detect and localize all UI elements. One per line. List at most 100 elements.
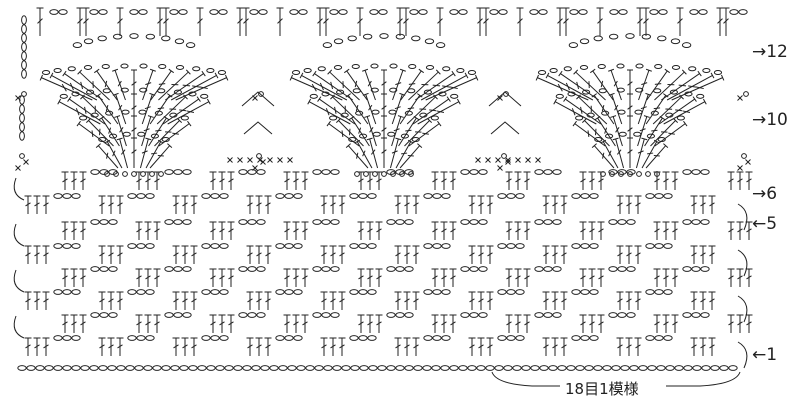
double-crochet-stitch: [505, 268, 513, 287]
chain-stitch: [86, 89, 95, 95]
double-crochet-stitch: [107, 245, 115, 264]
chain-stitch: [210, 335, 220, 341]
double-crochet-stitch: [153, 268, 161, 287]
chain-stitch: [441, 289, 451, 295]
chain-stitch: [552, 169, 562, 175]
double-crochet-stitch: [597, 314, 605, 333]
double-crochet-stitch: [381, 69, 387, 100]
chain-stitch: [322, 42, 333, 48]
chain-stitch: [611, 365, 621, 371]
chain-stitch: [442, 66, 451, 72]
chain-stitch: [548, 365, 558, 371]
chain-stitch: [625, 33, 635, 39]
chain-stitch: [476, 365, 486, 371]
double-crochet-stitch: [139, 137, 152, 169]
chain-stitch: [400, 133, 409, 139]
chain-stitch: [358, 193, 368, 199]
double-crochet-stitch: [676, 7, 684, 36]
double-crochet-stitch: [196, 7, 204, 36]
double-crochet-stitch: [403, 245, 411, 264]
chain-stitch: [617, 312, 627, 318]
chain-stitch: [291, 70, 301, 76]
chain-stitch: [247, 266, 257, 272]
double-crochet-stitch: [156, 7, 164, 36]
double-crochet-stitch: [616, 337, 624, 356]
chain-stitch: [71, 365, 81, 371]
double-crochet-stitch: [320, 195, 328, 214]
double-crochet-stitch: [61, 171, 69, 190]
chain-stitch: [432, 243, 442, 249]
chain-stitch: [21, 42, 27, 52]
double-crochet-stitch: [364, 115, 377, 147]
chain-stitch: [21, 51, 27, 61]
chain-stitch: [654, 289, 664, 295]
chain-stitch: [260, 365, 270, 371]
double-crochet-stitch: [646, 68, 671, 101]
chain-stitch: [180, 115, 189, 121]
chain-stitch: [605, 133, 614, 139]
double-crochet-stitch: [625, 291, 633, 310]
double-crochet-stitch: [486, 245, 494, 264]
double-crochet-stitch: [317, 96, 356, 125]
chain-stitch: [575, 115, 584, 121]
chain-stitch: [669, 89, 678, 95]
chain-stitch: [137, 131, 146, 137]
chain-stitch: [21, 69, 27, 79]
double-crochet-stitch: [49, 72, 98, 101]
double-crochet-stitch: [399, 143, 423, 169]
double-crochet-stitch: [181, 245, 189, 264]
double-crochet-stitch: [218, 268, 226, 287]
double-crochet-stitch: [579, 314, 587, 333]
chain-stitch: [17, 365, 27, 371]
chain-stitch: [431, 365, 441, 371]
double-crochet-stitch: [301, 268, 309, 287]
chain-stitch: [89, 365, 99, 371]
chain-stitch: [435, 42, 446, 48]
chain-stitch: [608, 312, 618, 318]
double-crochet-stitch: [558, 70, 599, 101]
double-crochet-stitch: [412, 195, 420, 214]
chain-stitch: [210, 193, 220, 199]
chain-stitch: [424, 38, 435, 45]
chain-stitch: [53, 67, 62, 73]
double-crochet-stitch: [399, 93, 423, 125]
double-crochet-stitch: [158, 69, 191, 101]
chain-stitch: [728, 365, 738, 371]
chain-stitch: [440, 365, 450, 371]
double-crochet-stitch: [635, 137, 648, 169]
double-crochet-stitch: [576, 94, 608, 125]
double-crochet-stitch: [61, 221, 69, 240]
chain-stitch: [497, 335, 507, 341]
chain-stitch: [616, 87, 625, 93]
chain-stitch: [534, 219, 544, 225]
double-crochet-stitch: [153, 221, 161, 240]
chain-stitch: [71, 243, 81, 249]
chain-stitch: [608, 33, 619, 40]
double-crochet-stitch: [476, 7, 484, 36]
chain-stitch: [377, 365, 387, 371]
chain-stitch: [638, 365, 648, 371]
chain-stitch: [182, 312, 192, 318]
double-crochet-stitch: [255, 245, 263, 264]
double-crochet-stitch: [79, 314, 87, 333]
picot-stitch: [609, 171, 615, 177]
chain-stitch: [449, 365, 459, 371]
double-crochet-stitch: [634, 291, 642, 310]
chain-stitch: [700, 312, 710, 318]
chain-stitch: [312, 266, 322, 272]
double-crochet-stitch: [42, 195, 50, 214]
double-crochet-stitch: [218, 221, 226, 240]
double-crochet-stitch: [312, 70, 353, 101]
double-crochet-stitch: [354, 139, 373, 169]
chain-stitch: [125, 365, 135, 371]
single-crochet-stitch: [535, 157, 541, 163]
double-crochet-stitch: [153, 314, 161, 333]
chain-stitch: [275, 289, 285, 295]
double-crochet-stitch: [292, 221, 300, 240]
chain-stitch: [90, 219, 100, 225]
double-crochet-stitch: [62, 70, 103, 101]
chain-stitch: [139, 63, 148, 69]
chain-stitch: [116, 365, 126, 371]
double-crochet-stitch: [562, 7, 570, 36]
